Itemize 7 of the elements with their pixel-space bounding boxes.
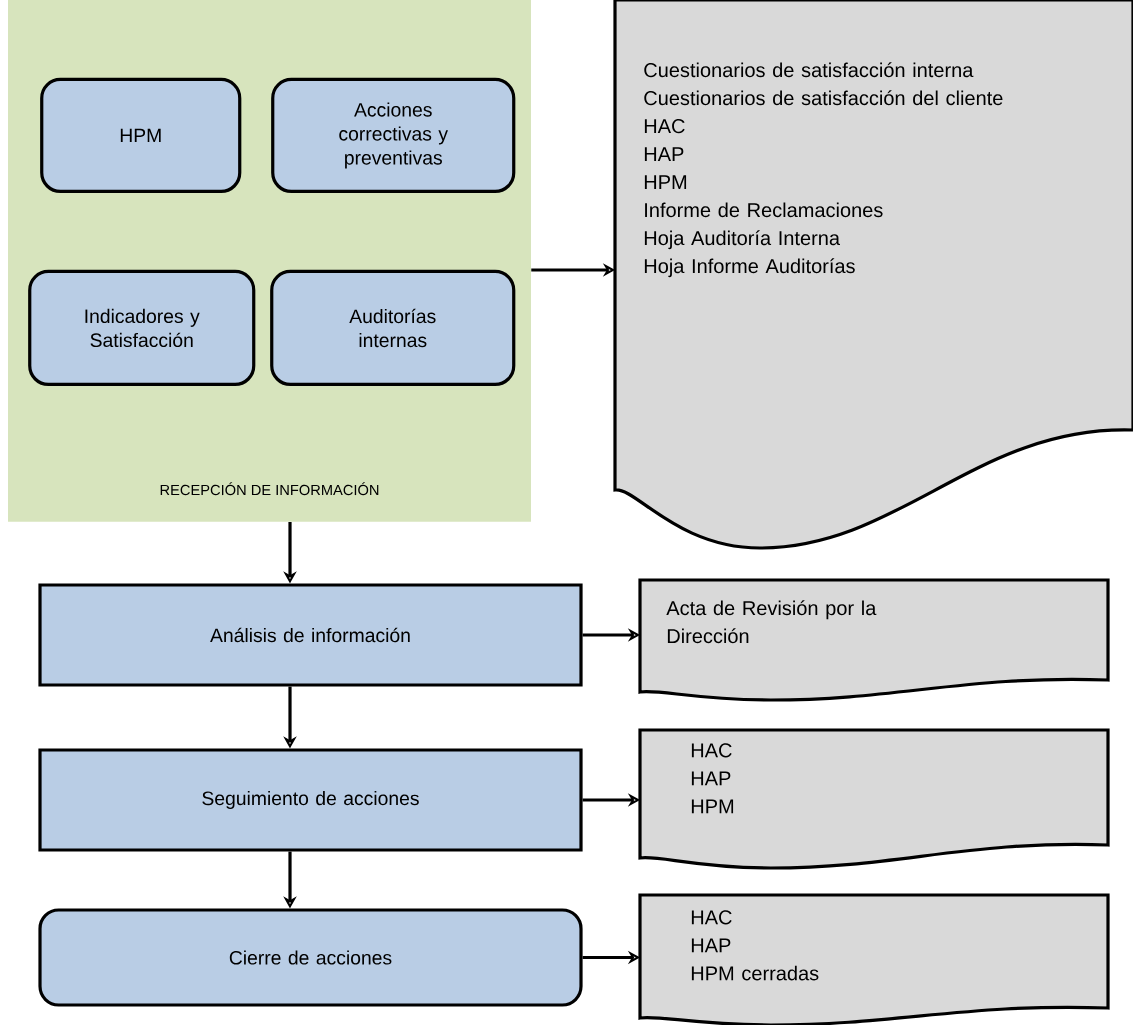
- process-box: Análisis de información: [38, 583, 583, 687]
- process-box: Seguimiento de acciones: [38, 748, 583, 852]
- process-box: HPM: [40, 77, 242, 194]
- process-box: Auditorías internas: [270, 269, 516, 387]
- process-box: Cierre de acciones: [38, 908, 583, 1007]
- process-box: Indicadores y Satisfacción: [28, 269, 256, 387]
- process-box: Acciones correctivas y preventivas: [271, 77, 516, 194]
